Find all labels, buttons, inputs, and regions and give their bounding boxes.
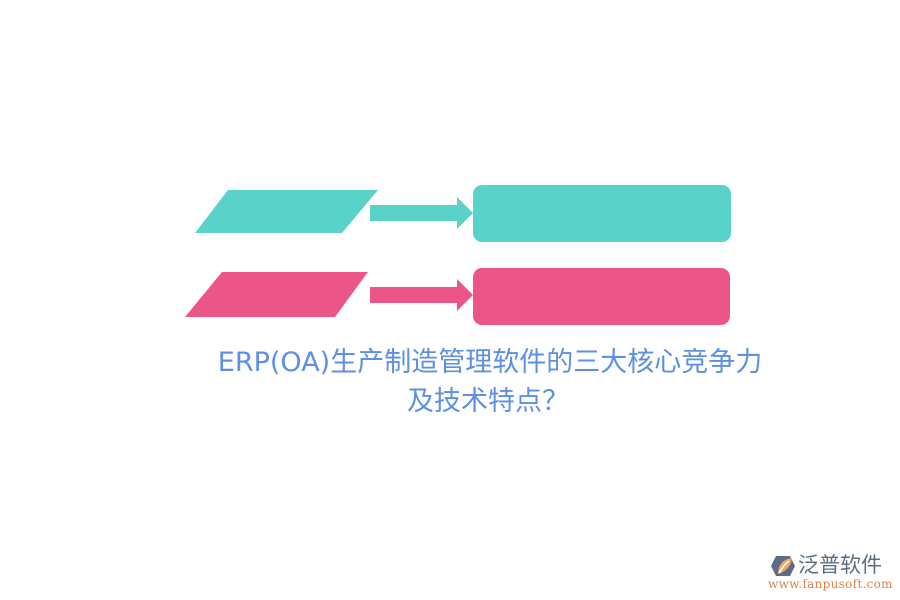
brand-url: www.fanpusoft.com <box>768 577 893 591</box>
output-box-1 <box>473 185 731 242</box>
input-parallelogram-1 <box>195 190 378 233</box>
output-box-2 <box>473 268 730 325</box>
diagram-row-1 <box>195 185 731 242</box>
title-line-1: ERP(OA)生产制造管理软件的三大核心竞争力 <box>217 347 763 378</box>
input-parallelogram-2 <box>185 272 368 317</box>
title-line-2: 及技术特点？ <box>407 386 569 417</box>
diagram-row-2 <box>185 268 730 325</box>
brand-logo: 泛普软件 www.fanpusoft.com <box>768 553 894 593</box>
arrow-right-icon-2 <box>370 279 473 311</box>
brand-name: 泛普软件 <box>798 553 882 577</box>
arrow-right-icon-1 <box>370 197 473 229</box>
fanpu-leaf-hexagon-icon <box>771 556 795 576</box>
